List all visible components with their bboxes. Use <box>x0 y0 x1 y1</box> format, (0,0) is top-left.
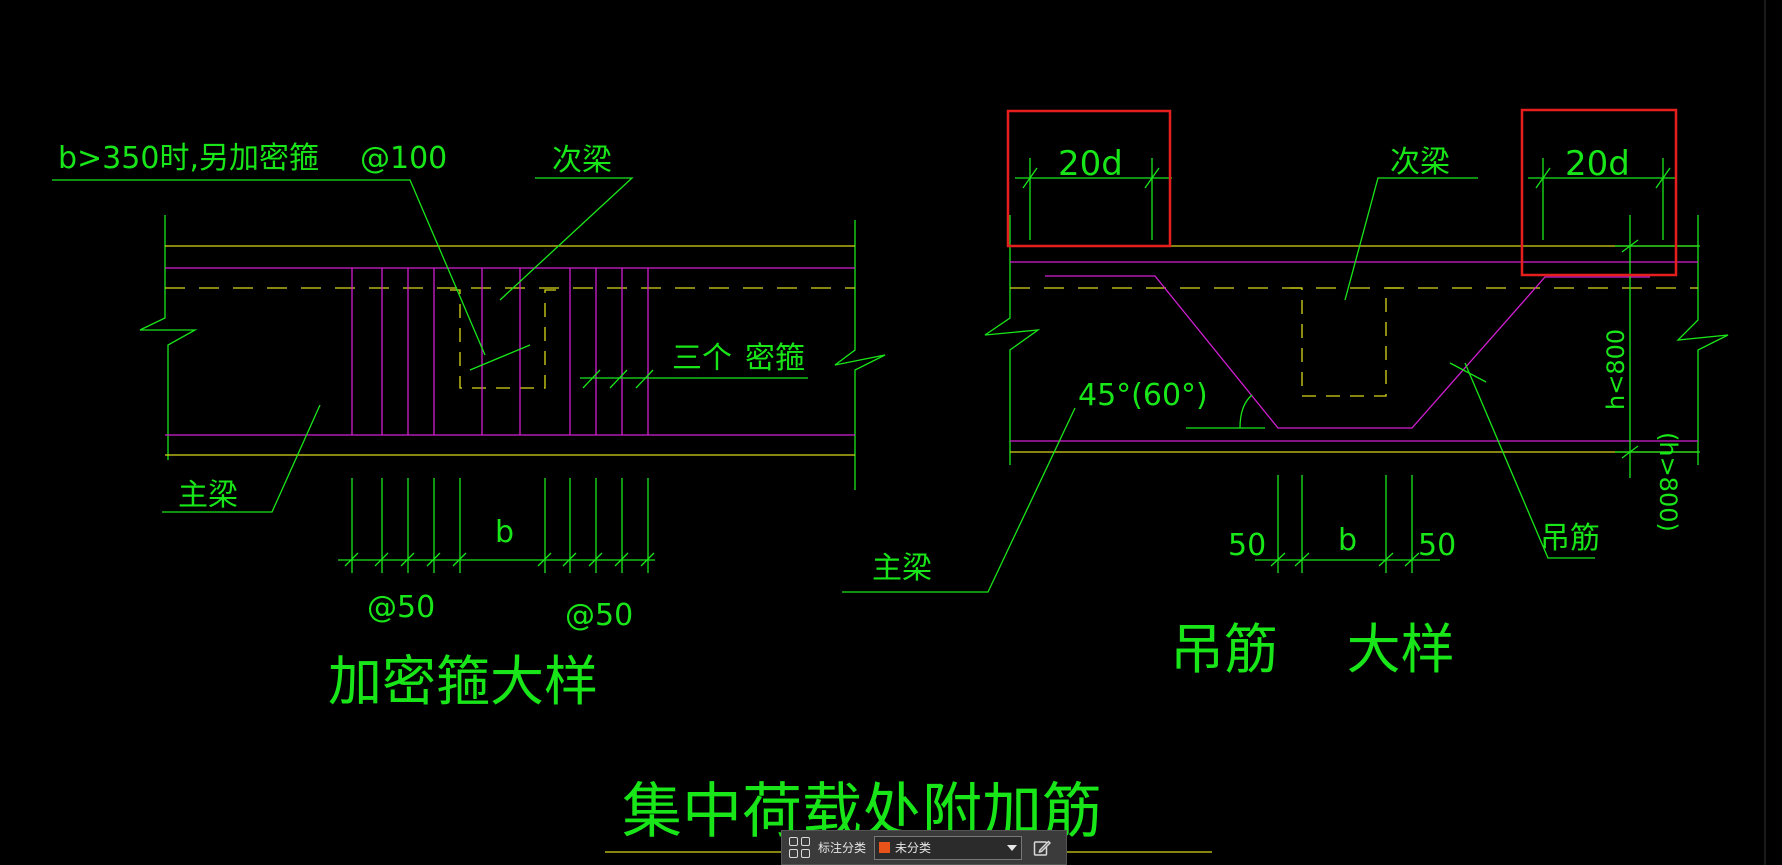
label-dim-b-left: b <box>495 515 514 550</box>
label-spacing-50-left: @50 <box>367 590 435 625</box>
label-20d-right: 20d <box>1565 144 1630 184</box>
label-hanger-bar: 吊筋 <box>1540 521 1600 556</box>
category-color-swatch <box>879 842 891 853</box>
right-leaders <box>842 177 1595 593</box>
left-leaders <box>52 177 808 513</box>
dim-20d-right <box>1528 158 1676 240</box>
label-spacing-100: @100 <box>360 141 447 176</box>
right-bottom-dimension <box>1255 475 1440 573</box>
dim-20d-left <box>1015 158 1172 240</box>
angle-arc <box>1239 394 1253 429</box>
label-dense-stirrup: 密箍 <box>745 341 805 376</box>
secondary-beam-outline <box>450 289 560 389</box>
hanger-bar <box>1045 275 1650 429</box>
label-dim-b-right: b <box>1338 523 1357 558</box>
edit-icon[interactable] <box>1030 836 1054 860</box>
left-detail <box>52 177 886 573</box>
stirrups <box>351 268 649 435</box>
chevron-down-icon <box>1007 844 1018 851</box>
label-three: 三个 <box>672 341 732 376</box>
right-left-break <box>984 215 1041 465</box>
dim-h <box>1615 215 1700 478</box>
annotation-category-select[interactable]: 未分类 <box>874 835 1023 860</box>
highlight-box-right <box>1520 108 1678 277</box>
highlight-box-left <box>1006 109 1172 248</box>
right-detail <box>842 158 1729 593</box>
label-spacing-50-right: @50 <box>565 598 633 633</box>
title-hanger-detail: 吊筋 大样 <box>1170 618 1455 681</box>
label-50-right: 50 <box>1418 528 1456 563</box>
label-h-small: h<800 <box>1602 329 1630 410</box>
label-main-beam-left: 主梁 <box>178 478 238 513</box>
note-extra-stirrup: b>350时,另加密箍 <box>58 141 319 176</box>
annotation-category-label: 标注分类 <box>818 841 867 855</box>
left-break-mark <box>139 215 198 460</box>
left-dimension <box>338 478 655 573</box>
category-select-value: 未分类 <box>895 841 932 855</box>
label-20d-left: 20d <box>1058 144 1123 184</box>
annotation-category-toolbar: 标注分类 未分类 <box>781 830 1067 865</box>
label-angle: 45°(60°) <box>1078 378 1208 413</box>
right-secondary-beam-outline <box>1290 287 1400 397</box>
right-break-mark <box>834 220 886 490</box>
label-secondary-beam-right: 次梁 <box>1390 145 1450 180</box>
title-stirrup-detail: 加密箍大样 <box>328 650 598 713</box>
label-h-large: (h>800) <box>1654 432 1682 532</box>
label-secondary-beam-left: 次梁 <box>552 143 612 178</box>
right-right-break <box>1676 215 1729 465</box>
label-main-beam-right: 主梁 <box>872 551 932 586</box>
label-50-left: 50 <box>1228 528 1266 563</box>
grid-icon[interactable] <box>788 837 810 859</box>
viewport-right-edge <box>1764 0 1766 865</box>
